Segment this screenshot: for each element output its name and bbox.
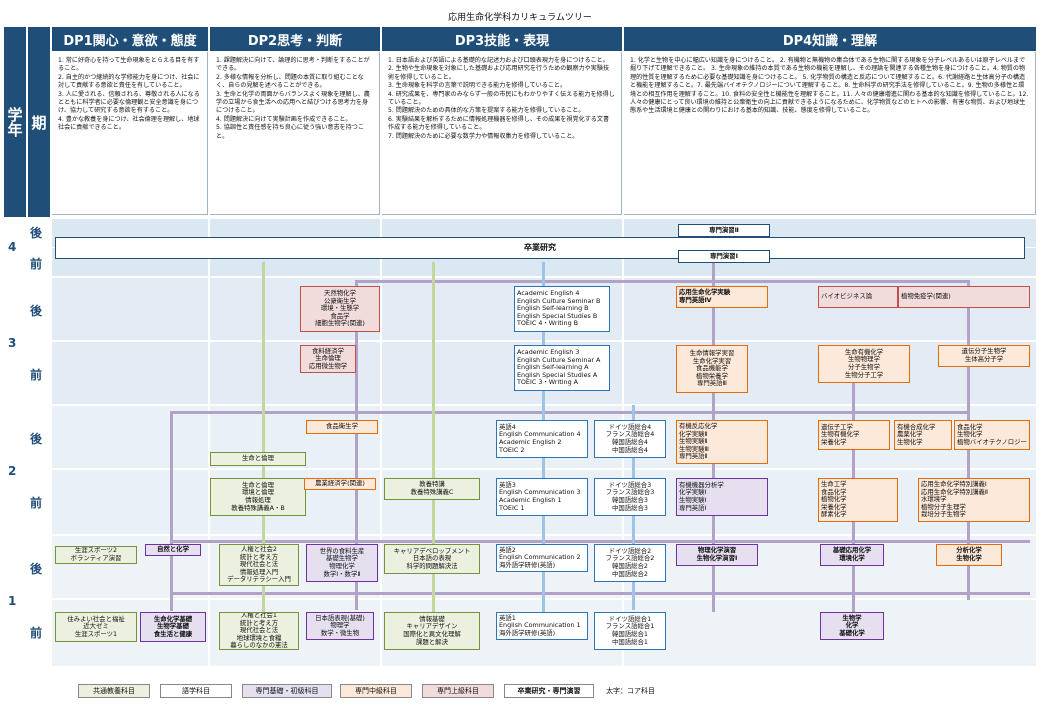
- box-dp4-3f-c: 遺伝分子生物学 生体高分子学: [938, 345, 1030, 367]
- legend-note: 太字：コア科目: [606, 687, 655, 695]
- box-dp2-1f-b: 日本語表現(基礎) 物理学 数学・微生物: [306, 612, 374, 640]
- box-dp4-3f-b: 生命有機化学 生物物理学 分子生物学 生物分子工学: [818, 345, 910, 383]
- flow-line: [355, 280, 358, 610]
- box-dp4-3b-b: バイオビジネス論: [818, 286, 898, 308]
- legend-intermediate: 専門中級科目: [340, 684, 412, 698]
- flow-line: [262, 262, 265, 612]
- grade-label-2: 2: [8, 464, 17, 478]
- box-dp4-3b-a: 応用生命化学実験 専門英語Ⅳ: [676, 286, 768, 308]
- grade-label-4: 4: [8, 240, 17, 254]
- flow-line: [170, 411, 173, 611]
- box-dp4-1b-b: 基礎応用化学 環境化学: [820, 544, 884, 566]
- term-label-2f: 前: [30, 496, 43, 510]
- box-dp3-2b-b: 英語4 English Communication 4 Academic Eng…: [496, 420, 588, 458]
- box-dp2-2f-b: 農業経済学(関連): [304, 478, 376, 490]
- box-dp3-1f-a: 情報基礎 キャリアデザイン 国際化と異文化理解 課題と解決: [384, 612, 480, 650]
- legend-general: 共通教養科目: [78, 684, 150, 698]
- term-header: 期: [28, 27, 50, 217]
- dp2-description: 1. 課題解決に向けて、論理的に思考・判断をすることができる。 2. 多様な情報…: [210, 52, 380, 215]
- box-graduation-research: 卒業研究: [55, 237, 1025, 259]
- flow-line: [170, 592, 1030, 595]
- box-dp4-2b-d: 食品化学 生物化学 植物バイオテクノロジー: [954, 420, 1030, 450]
- dp1-description: 1. 常に好奇心を持って生命現象をとらえる目を有すること。 2. 自主的かつ継続…: [52, 52, 208, 215]
- dp1-header: DP1関心・意欲・態度: [52, 27, 208, 51]
- box-dp3-1b-c: ドイツ語総合2 フランス語総合2 韓国語総合2 中国語総合2: [594, 544, 666, 582]
- box-dp4-1f-a: 生物学 化学 基礎化学: [820, 612, 884, 640]
- box-dp3-2f-c: ドイツ語総合3 フランス語総合3 韓国語総合3 中国語総合3: [594, 478, 666, 516]
- box-dp4-2f-c: 応用生命化学特別講義Ⅰ 応用生命化学特別講義Ⅱ 水環境学 植物分子生理学 栽培分…: [918, 478, 1030, 522]
- box-dp4-2b-b: 遺伝子工学 生物有機化学 栄養化学: [818, 420, 890, 450]
- box-dp2-1f-a: 人権と社会1 統計と考え方 現代社会と法 地球環境と食糧 暮らしのなかの憲法: [219, 612, 299, 650]
- legend-research: 卒業研究・専門演習: [504, 684, 594, 698]
- term-label-3b: 後: [30, 304, 43, 318]
- box-dp3-1f-c: ドイツ語総合1 フランス語総合1 韓国語総合1 中国語総合1: [594, 612, 666, 650]
- box-seminar-1: 専門演習Ⅰ: [678, 250, 770, 263]
- box-dp3-2f-a: 教養特講 教養特殊講義C: [384, 478, 480, 500]
- box-dp2-3f: 食料経済学 生命倫理 応用微生物学: [300, 345, 356, 373]
- term-label-4f: 前: [30, 257, 43, 271]
- term-label-2b: 後: [30, 432, 43, 446]
- term-label-1b: 後: [30, 562, 43, 576]
- box-dp3-1f-b: 英語1 English Communication 1 海外語学研修(英語): [496, 612, 588, 640]
- box-dp4-1b-c: 分析化学 生物化学: [936, 544, 1002, 566]
- box-dp1-1f-b: 生命化学基礎 生物学基礎 食生活と健康: [140, 612, 206, 642]
- dp4-description: 1. 化学と生物を中心に幅広い知識を身につけること。 2. 有機物と無機物の集合…: [624, 52, 1036, 215]
- legend-basic: 専門基礎・初級科目: [242, 684, 332, 698]
- flow-line: [432, 262, 435, 612]
- dp2-header: DP2思考・判断: [210, 27, 380, 51]
- box-dp4-1b-a: 物理化学演習 生物化学演習Ⅰ: [676, 544, 758, 566]
- box-dp1-1b-b: 自然と化学: [145, 544, 201, 556]
- page-title: 応用生命化学科カリキュラムツリー: [448, 13, 592, 23]
- box-dp4-2f-a: 有機機器分析学 化学実験Ⅰ 生物実験Ⅰ 専門英語Ⅰ: [676, 478, 768, 516]
- box-dp4-2b-c: 有機合成化学 農薬化学 生物化学: [894, 420, 952, 450]
- dp3-description: 1. 日本語および英語による基礎的な記述力および口頭表現力を身につけること。 2…: [382, 52, 622, 215]
- box-dp2-2b-b: 食品衛生学: [306, 420, 378, 434]
- dp-column-divider-1: [208, 219, 210, 666]
- grade-label-3: 3: [8, 336, 17, 350]
- flow-line: [170, 411, 970, 414]
- box-dp4-3f-a: 生命情報学実習 生命化学実習 食品機能学 植物栄養学 専門英語Ⅲ: [676, 345, 748, 393]
- box-dp4-2f-b: 生命工学 食品化学 植物化学 栄養化学 酵素化学: [818, 478, 898, 522]
- box-dp2-2f-a: 生命と倫理 環境と倫理 情報処理 教養特殊講義A・B: [210, 478, 306, 516]
- term-label-3f: 前: [30, 368, 43, 382]
- grade-label-1: 1: [8, 594, 17, 608]
- box-dp4-3b-c: 植物免疫学(関連): [898, 286, 1030, 308]
- box-dp2-2b-a: 生命と倫理: [210, 452, 306, 466]
- box-dp3-1b-b: 英語2 English Communication 2 海外語学研修(英語): [496, 544, 588, 572]
- term-label-1f: 前: [30, 626, 43, 640]
- box-dp1-1f-a: 住みよい社会と福祉 近大ゼミ 生涯スポーツ1: [55, 612, 137, 642]
- legend-language: 語学科目: [160, 684, 232, 698]
- dp3-header: DP3技能・表現: [382, 27, 622, 51]
- dp4-header: DP4知識・理解: [624, 27, 1036, 51]
- box-dp1-1b-a: 生涯スポーツ2 ボランティア演習: [55, 546, 137, 564]
- flow-line: [355, 280, 970, 283]
- flow-line: [170, 540, 1030, 543]
- box-dp2-1b-a: 人権と社会2 統計と考え方 現代社会と法 情報処理入門 データリテラシー入門: [219, 544, 299, 586]
- box-dp3-3f: Academic English 3 English Culture Semin…: [514, 345, 610, 391]
- year-header: 学年: [4, 27, 26, 217]
- box-dp3-3b: Academic English 4 English Culture Semin…: [514, 286, 610, 332]
- box-dp3-2b-c: ドイツ語総合4 フランス語総合4 韓国語総合4 中国語総合4: [594, 420, 666, 458]
- box-dp4-2b-a: 有機反応化学 化学実験Ⅱ 生物実験Ⅱ 生物実験Ⅲ 専門英語Ⅱ: [676, 420, 768, 464]
- box-dp3-2f-b: 英語3 English Communication 3 Academic Eng…: [496, 478, 588, 516]
- box-dp2-3b: 天然物化学 公衆衛生学 環境・生態学 食品学 細胞生物学(関連): [300, 286, 380, 332]
- box-dp3-1b-a: キャリアデベロップメント 日本語の表現 科学的問題解決法: [384, 544, 480, 574]
- dp-column-divider-2: [380, 219, 382, 666]
- box-seminar-2: 専門演習Ⅱ: [678, 224, 770, 237]
- term-label-4b: 後: [30, 226, 43, 240]
- legend-advanced: 専門上級科目: [422, 684, 494, 698]
- box-dp2-1b-b: 世界の食料生産 基礎生物学 物理化学 数学Ⅰ・数学Ⅱ: [306, 544, 378, 582]
